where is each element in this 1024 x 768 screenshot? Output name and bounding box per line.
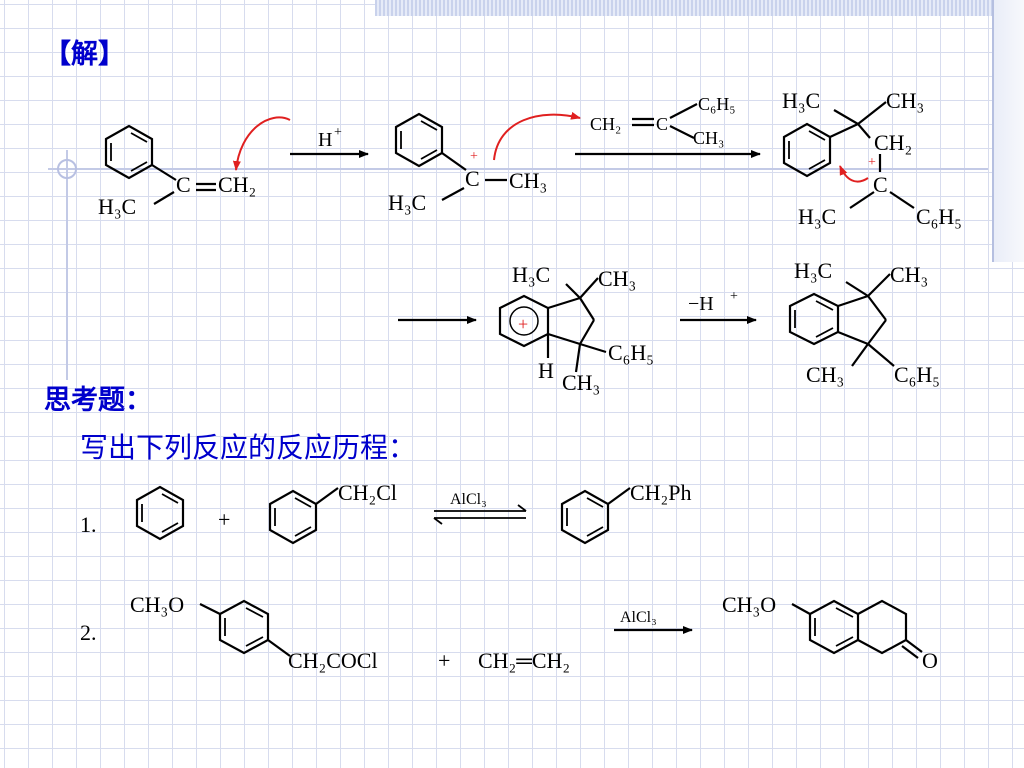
- atom-ch2: CH₂: [218, 172, 256, 197]
- product-substituent: CH₃O: [722, 592, 776, 617]
- cation-charge: +: [868, 155, 876, 170]
- atom-h: H: [538, 358, 554, 383]
- right-decoration-band: [992, 0, 1024, 262]
- atom-h3c: H₃C: [512, 262, 550, 287]
- anisole-ring: [218, 599, 270, 655]
- atom-c: C: [176, 172, 191, 197]
- molecule-alpha-methylstyrene: C CH₂ H₃C: [98, 116, 291, 219]
- atom-ch3: CH₃: [890, 262, 928, 287]
- decorative-circle: [57, 159, 77, 179]
- atom-c6h5: C₆H₅: [698, 94, 736, 114]
- atom-ch3: CH₃: [806, 362, 844, 387]
- proton-charge: +: [334, 125, 342, 140]
- atom-ch3: CH₃: [886, 88, 924, 113]
- tetralone-aromatic-ring: [808, 599, 860, 655]
- benzene-ring: [135, 485, 185, 541]
- atom-ch3: CH₃: [598, 266, 636, 291]
- atom-h3c: H₃C: [388, 190, 426, 215]
- molecule-tertiary-cation: H₃C CH₃ CH₂ + C H₃C C₆H₅: [782, 88, 962, 229]
- atom-ch2: CH₂: [874, 130, 912, 155]
- product-label: CH₂Ph: [630, 480, 691, 505]
- product-ring: [560, 489, 610, 545]
- catalyst-label: AlCl₃: [450, 491, 487, 508]
- reagent-chain: CH₂COCl: [288, 648, 378, 673]
- catalyst-label: AlCl₃: [620, 609, 657, 626]
- plus-sign: +: [218, 507, 230, 532]
- molecule-indane-product: H₃C CH₃ CH₃ C₆H₅: [788, 258, 940, 387]
- problem-2-number: 2.: [80, 620, 97, 645]
- molecule-arenium-ion: H₃C CH₃ + H C₆H₅ CH₃: [498, 262, 654, 395]
- question-title: 思考题：: [44, 385, 152, 416]
- atom-c: C: [656, 114, 668, 134]
- plus-sign: +: [438, 648, 450, 673]
- atom-c: C: [873, 172, 888, 197]
- problem-2: CH₃O CH₂COCl + CH₂═CH₂ AlCl₃ CH₃O O: [130, 592, 938, 673]
- atom-h3c: H₃C: [794, 258, 832, 283]
- decorative-line: [48, 168, 988, 170]
- atom-c6h5: C₆H₅: [916, 204, 962, 229]
- cation-charge: +: [518, 314, 528, 334]
- decorative-line: [66, 150, 68, 380]
- reagent-substituent: CH₃O: [130, 592, 184, 617]
- carbonyl-oxygen: O: [922, 648, 938, 673]
- top-decoration-band: [375, 0, 1024, 16]
- atom-ch3: CH₃: [693, 128, 724, 148]
- atom-h3c: H₃C: [98, 194, 136, 219]
- ethylene-label: CH₂═CH₂: [478, 648, 570, 673]
- question-text: 写出下列反应的反应历程：: [80, 431, 417, 464]
- benzyl-chloride-ring: [268, 489, 318, 545]
- proton-charge: +: [730, 289, 738, 304]
- cation-charge: +: [470, 149, 478, 164]
- problem-1-number: 1.: [80, 512, 97, 537]
- atom-h3c: H₃C: [782, 88, 820, 113]
- atom-c6h5: C₆H₅: [894, 362, 940, 387]
- reagent-alkene: CH₂ C C₆H₅ CH₃: [590, 94, 736, 148]
- reagent-label: CH₂Cl: [338, 480, 397, 505]
- proton-label: H: [318, 129, 332, 151]
- atom-ch2: CH₂: [590, 114, 621, 134]
- tetralone-saturated-ring: [857, 599, 908, 655]
- atom-c: C: [465, 166, 480, 191]
- atom-ch3: CH₃: [509, 168, 547, 193]
- atom-h3c: H₃C: [798, 204, 836, 229]
- atom-ch3: CH₃: [562, 370, 600, 395]
- molecule-cumyl-cation: + C CH₃ H₃C: [388, 111, 581, 215]
- problem-1: + CH₂Cl AlCl₃ CH₂Ph: [135, 480, 691, 545]
- answer-label: 【解】: [44, 39, 125, 70]
- deprotonation-label: −H: [688, 293, 714, 315]
- atom-c6h5: C₆H₅: [608, 340, 654, 365]
